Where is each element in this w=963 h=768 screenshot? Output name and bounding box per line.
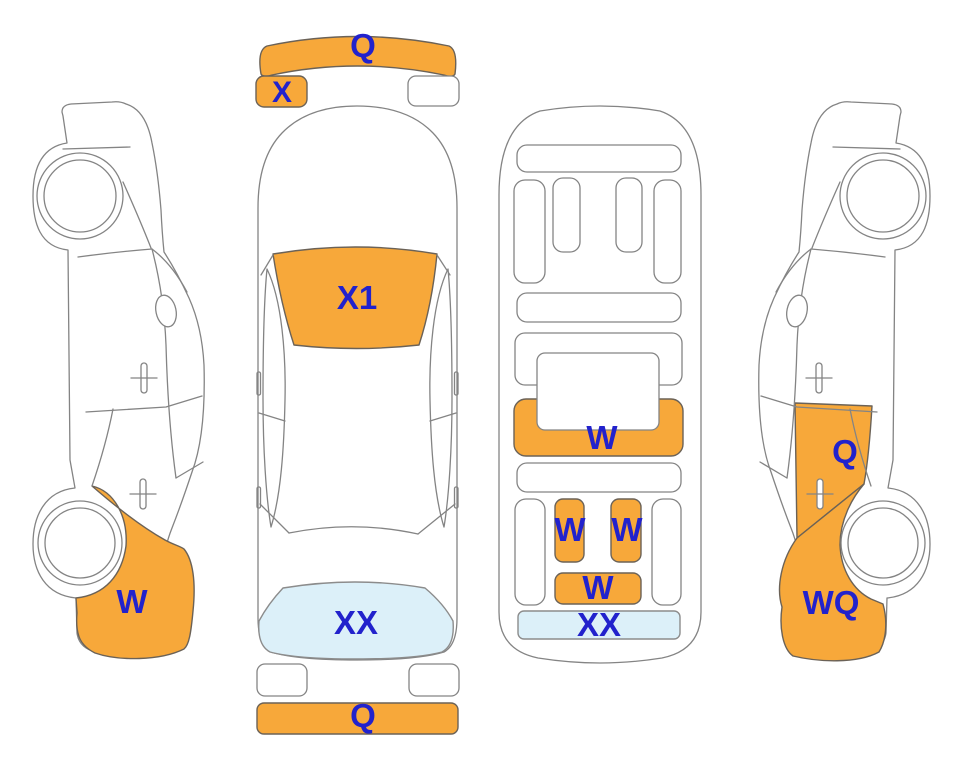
headlight-right bbox=[407, 75, 460, 107]
car-body-outline-top bbox=[257, 105, 458, 661]
top-view-details bbox=[256, 254, 459, 535]
label-rear-seat-right: W bbox=[611, 511, 643, 548]
label-right-rear-quarter: WQ bbox=[803, 584, 860, 621]
rear-right-panel bbox=[651, 498, 682, 606]
zone-rear-seat-right bbox=[610, 498, 642, 563]
label-right-rear-door: Q bbox=[832, 433, 858, 470]
label-rear-seat-center: W bbox=[582, 569, 614, 606]
zone-right-rear-quarter bbox=[778, 483, 887, 662]
right-side-view: Q WQ bbox=[758, 101, 931, 662]
front-right-panel bbox=[653, 179, 682, 284]
label-trunk: XX bbox=[334, 604, 378, 641]
zone-front-bumper bbox=[259, 35, 457, 77]
top-view: Q X X1 XX Q bbox=[255, 27, 460, 735]
label-rear-bumper: Q bbox=[350, 697, 376, 734]
interior-view: W W W W XX bbox=[498, 105, 702, 664]
zone-windshield bbox=[272, 246, 438, 350]
taillight-left bbox=[256, 663, 308, 697]
label-rear-floor: XX bbox=[577, 606, 621, 643]
zone-rear-floor bbox=[517, 610, 681, 640]
label-left-rear-quarter: W bbox=[116, 583, 148, 620]
dashboard bbox=[516, 144, 682, 173]
rear-left-panel bbox=[514, 498, 546, 606]
rear-crossbar bbox=[516, 462, 682, 493]
front-left-panel bbox=[513, 179, 546, 284]
label-rear-seat-left: W bbox=[554, 511, 586, 548]
mid-crossbar bbox=[516, 292, 682, 323]
label-front-bumper: Q bbox=[350, 27, 376, 64]
zone-rear-seat-center bbox=[554, 572, 642, 605]
left-side-view: W bbox=[32, 101, 205, 660]
zone-headlight-left bbox=[255, 75, 308, 108]
zone-trunk bbox=[258, 581, 454, 660]
label-headlight-left: X bbox=[272, 76, 292, 109]
label-rear-bench: W bbox=[586, 419, 618, 456]
front-seat-left bbox=[552, 177, 581, 253]
zone-rear-bumper bbox=[256, 702, 459, 735]
zone-rear-seat-left bbox=[554, 498, 585, 563]
center-panel bbox=[536, 352, 660, 431]
label-windshield: X1 bbox=[337, 279, 377, 316]
zone-left-rear-quarter bbox=[75, 485, 195, 660]
front-seat-right bbox=[615, 177, 643, 253]
taillight-right bbox=[408, 663, 460, 697]
